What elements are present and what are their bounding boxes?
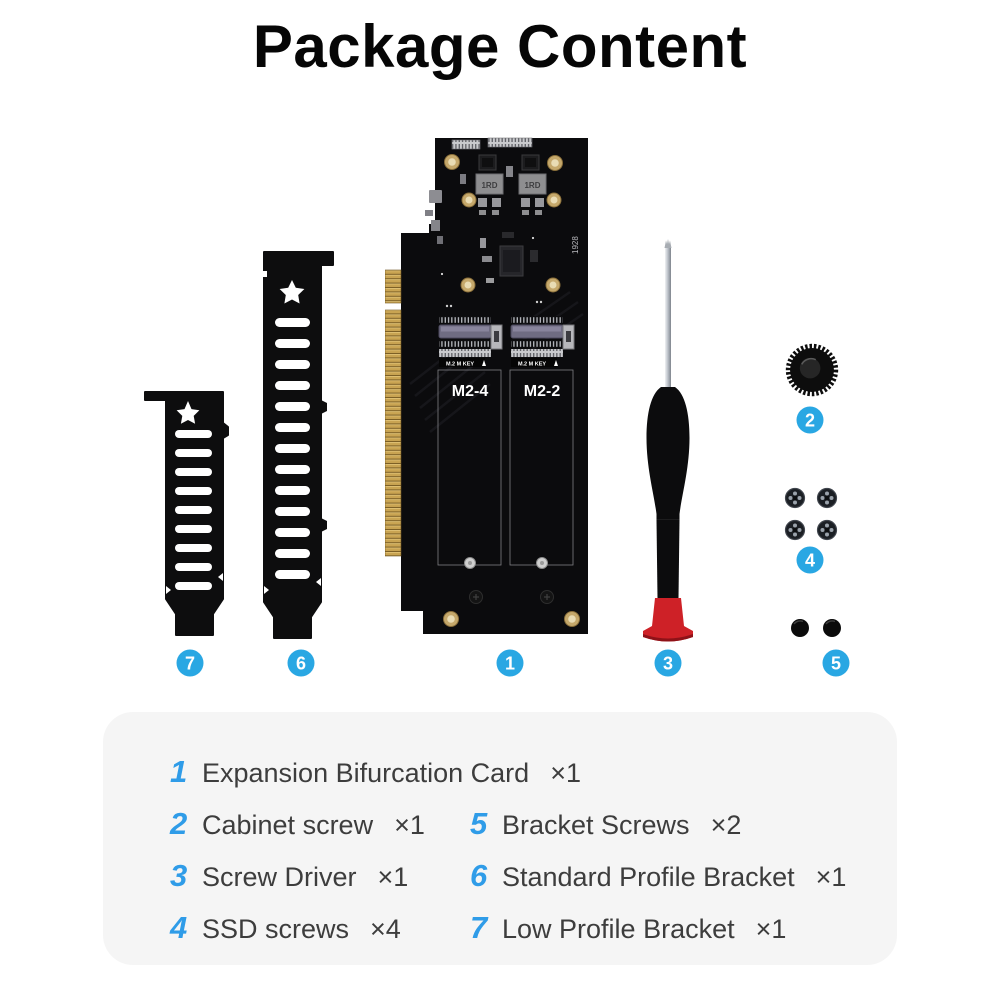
item-number: 6 [470, 858, 488, 893]
package-list-panel: 1 Expansion Bifurcation Card ×1 2 Cabine… [103, 712, 897, 965]
bracket-notch [264, 586, 269, 594]
slot-name-label: M2-2 [524, 383, 561, 400]
cabinet-screw-image [785, 343, 839, 397]
top-connector [451, 139, 481, 150]
hub-highlight [801, 357, 817, 365]
bracket-notch [316, 578, 321, 586]
item-count: ×4 [370, 914, 401, 944]
board-screw [469, 590, 483, 604]
item-count: ×1 [550, 758, 581, 788]
item-count: ×2 [710, 810, 742, 840]
inductor-marking: 1RD [524, 181, 540, 190]
bracket-notch [263, 271, 267, 277]
list-item-low-profile-bracket: 7 Low Profile Bracket ×1 [470, 910, 897, 950]
controller-chip [480, 232, 538, 283]
callout-badge-4: 4 [796, 546, 824, 574]
screwdriver-handle-lower [656, 520, 680, 598]
item-count: ×1 [394, 810, 425, 840]
callout-badge-6: 6 [287, 649, 315, 677]
callout-badge-7: 7 [176, 649, 204, 677]
list-item-screw-driver: 3 Screw Driver ×1 [170, 858, 470, 898]
list-item-bracket-screws: 5 Bracket Screws ×2 [470, 806, 897, 846]
item-label: Cabinet screw [202, 810, 374, 840]
page-title: Package Content [252, 13, 748, 80]
screw-hub [799, 357, 821, 379]
list-item-cabinet-screw: 2 Cabinet screw ×1 [170, 806, 470, 846]
bracket-screws-image [791, 619, 841, 637]
m2-slot-left: M.2 M KEY M2-4 [437, 316, 503, 569]
item-label: Screw Driver [202, 862, 357, 892]
star-cutout-icon [279, 280, 305, 304]
list-item-expansion-card: 1 Expansion Bifurcation Card ×1 [170, 754, 897, 794]
inductor-left: 1RD [475, 154, 504, 215]
key-arrow-icon [554, 360, 558, 366]
bracket-hook [321, 518, 327, 532]
screwdriver-tip [664, 239, 672, 248]
callout-badge-2: 2 [796, 406, 824, 434]
board-screw [540, 590, 554, 604]
low-profile-bracket-image [144, 391, 229, 636]
package-list: 1 Expansion Bifurcation Card ×1 2 Cabine… [103, 712, 897, 950]
item-count: ×1 [377, 862, 409, 892]
callout-badge-1: 1 [496, 649, 524, 677]
item-label: Bracket Screws [502, 810, 690, 840]
gold-mount-holes [443, 154, 580, 627]
list-item-standard-bracket: 6 Standard Profile Bracket ×1 [470, 858, 897, 898]
serial-marking: 1928 [571, 236, 580, 254]
screwdriver-image [643, 239, 693, 642]
screwdriver-handle [646, 387, 690, 520]
item-count: ×1 [755, 914, 787, 944]
expansion-card-image: 1RD 1RD [385, 137, 588, 634]
callout-badge-5: 5 [822, 649, 850, 677]
item-count: ×1 [815, 862, 847, 892]
bracket-notch [218, 573, 223, 581]
ssd-standoff [536, 557, 548, 569]
callout-badge-3: 3 [654, 649, 682, 677]
screwdriver-shaft [665, 248, 671, 388]
screwdriver-red-base [643, 598, 693, 642]
key-arrow-icon [482, 360, 486, 366]
ssd-screw [784, 519, 806, 541]
standard-profile-bracket-image [263, 251, 334, 639]
m2-slot-right: M.2 M KEY M2-2 [509, 316, 575, 569]
item-label: Standard Profile Bracket [502, 862, 795, 892]
inductor-marking: 1RD [481, 181, 497, 190]
item-number: 4 [170, 910, 188, 945]
bracket-vent-slots [275, 318, 310, 579]
slot-name-label: M2-4 [452, 383, 489, 400]
item-number: 5 [470, 806, 488, 841]
m2-key-label: M.2 M KEY [518, 362, 546, 368]
ssd-screw [784, 487, 806, 509]
small-components [425, 166, 543, 308]
bracket-screw [791, 619, 809, 637]
item-number: 1 [170, 754, 188, 789]
pcb-body [401, 138, 588, 634]
pcie-edge-connector [385, 269, 402, 557]
item-label: Expansion Bifurcation Card [202, 758, 530, 788]
ssd-screw [816, 519, 838, 541]
item-label: Low Profile Bracket [502, 914, 735, 944]
item-number: 2 [170, 806, 188, 841]
bracket-notch [166, 586, 171, 594]
ssd-screws-image [784, 487, 838, 541]
m2-key-label: M.2 M KEY [446, 362, 474, 368]
bracket-vent-slots [175, 430, 212, 590]
star-cutout-icon [176, 401, 200, 424]
ssd-standoff [464, 557, 476, 569]
bracket-hook [321, 400, 327, 414]
inductor-right: 1RD [518, 154, 547, 215]
red-base-rim [643, 634, 693, 642]
item-number: 3 [170, 858, 188, 893]
top-connector [487, 137, 533, 148]
package-list-grid: 2 Cabinet screw ×1 5 Bracket Screws ×2 3… [170, 806, 897, 950]
ssd-screw [816, 487, 838, 509]
item-label: SSD screws [202, 914, 350, 944]
item-number: 7 [470, 910, 488, 945]
bracket-screw [823, 619, 841, 637]
list-item-ssd-screws: 4 SSD screws ×4 [170, 910, 470, 950]
knurled-ring [785, 343, 839, 397]
